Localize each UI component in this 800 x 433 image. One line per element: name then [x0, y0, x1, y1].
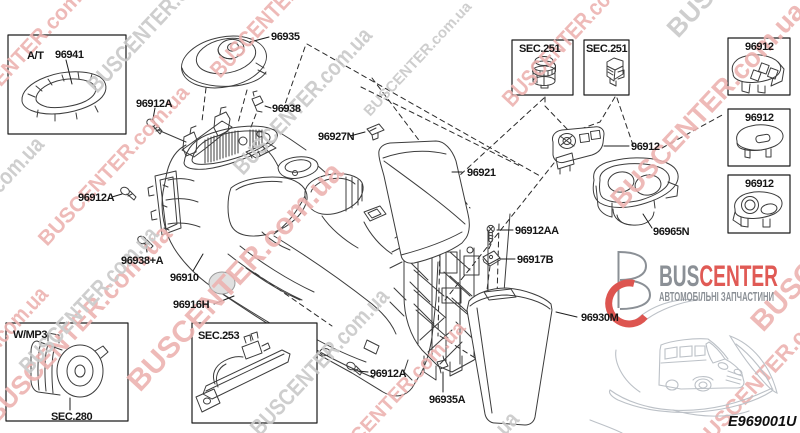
- svg-text:96912A: 96912A: [136, 98, 173, 110]
- svg-text:96912: 96912: [745, 178, 774, 190]
- svg-text:96912: 96912: [745, 112, 774, 124]
- svg-text:96912AA: 96912AA: [515, 225, 559, 237]
- svg-text:96917B: 96917B: [517, 254, 554, 266]
- svg-text:E969001U: E969001U: [728, 414, 797, 430]
- svg-text:96921: 96921: [467, 167, 496, 179]
- svg-text:96930M: 96930M: [581, 312, 619, 324]
- svg-text:96927N: 96927N: [318, 131, 355, 143]
- svg-text:96912A: 96912A: [78, 192, 115, 204]
- svg-text:96912: 96912: [745, 41, 774, 53]
- svg-text:96941: 96941: [55, 49, 84, 61]
- svg-text:96965N: 96965N: [653, 226, 690, 238]
- svg-text:96912: 96912: [631, 141, 660, 153]
- svg-text:96935A: 96935A: [429, 394, 466, 406]
- svg-text:96938+A: 96938+A: [121, 255, 164, 267]
- svg-text:96916H: 96916H: [173, 299, 210, 311]
- svg-text:96938: 96938: [272, 103, 301, 115]
- svg-text:96912A: 96912A: [370, 368, 407, 380]
- svg-text:BUSCENTER: BUSCENTER: [659, 260, 778, 293]
- svg-text:W/MP3: W/MP3: [13, 329, 47, 341]
- svg-text:SEC.280: SEC.280: [51, 411, 93, 423]
- svg-text:АВТОМОБІЛЬНІ ЗАПЧАСТИНИ: АВТОМОБІЛЬНІ ЗАПЧАСТИНИ: [659, 289, 774, 304]
- svg-text:96935: 96935: [271, 31, 300, 43]
- svg-text:SEC.253: SEC.253: [198, 330, 240, 342]
- svg-text:A/T: A/T: [27, 50, 44, 62]
- svg-text:SEC.251: SEC.251: [519, 43, 561, 55]
- svg-text:SEC.251: SEC.251: [586, 43, 628, 55]
- svg-text:96910: 96910: [170, 272, 199, 284]
